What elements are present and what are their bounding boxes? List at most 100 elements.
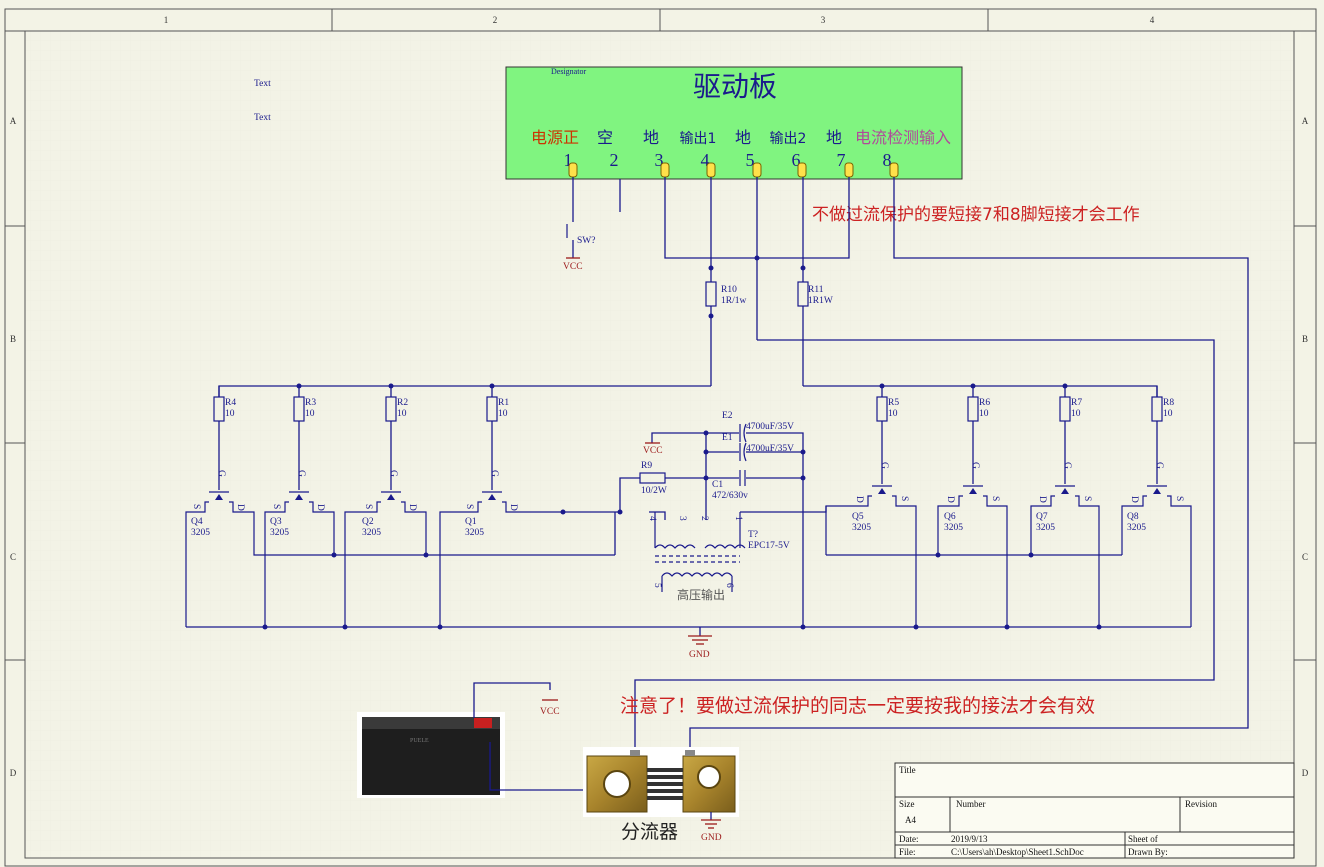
r8-value: 10 xyxy=(1163,409,1173,419)
resistor-r9[interactable]: R9 10/2W xyxy=(639,461,667,496)
center-network xyxy=(614,430,827,627)
placeholder-text-1: Text xyxy=(254,79,271,89)
q1-drain-pin: D xyxy=(508,504,518,511)
r5-value: 10 xyxy=(888,409,898,419)
r2-name: R2 xyxy=(397,398,408,408)
r7-name: R7 xyxy=(1071,398,1082,408)
q6-drain-pin: D xyxy=(945,496,955,503)
warning-note: 注意了！要做过流保护的同志一定要按我的接法才会有效 xyxy=(620,695,1095,717)
q8-gate-pin: G xyxy=(1154,462,1164,469)
pin-pad-3 xyxy=(660,162,670,178)
q4-name: Q4 xyxy=(191,517,203,527)
pin-label-1: 电源正 xyxy=(531,128,579,147)
mosfet-q3[interactable]: G S D Q3 3205 xyxy=(264,470,335,627)
q2-gate-pin: G xyxy=(388,470,398,477)
q2-source-pin: S xyxy=(363,504,373,509)
resistor-r4[interactable]: R4 10 xyxy=(213,386,236,490)
pin-label-6: 输出2 xyxy=(770,131,807,147)
c1-name: C1 xyxy=(712,480,723,490)
vcc-battery: VCC xyxy=(540,699,560,717)
battery[interactable]: PUELE xyxy=(357,712,505,798)
driver-board[interactable]: Designator 驱动板 电源正 空 地 输出1 地 输出2 地 电流检测输… xyxy=(505,66,963,180)
capacitor-e1[interactable]: E1 4700uF/35V xyxy=(722,433,794,462)
transformer-t[interactable]: 4 3 2 1 5 6 T? EPC17-5V 高压输出 xyxy=(647,512,790,602)
tb-file-value: C:\Users\ah\Desktop\Sheet1.SchDoc xyxy=(951,847,1084,857)
r4-value: 10 xyxy=(225,409,235,419)
pin-pad-6 xyxy=(797,162,807,178)
tb-date-label: Date: xyxy=(899,834,919,844)
pin-number-1: 1 xyxy=(564,150,573,170)
resistor-r11[interactable]: R11 1R1W xyxy=(797,281,833,386)
r6-name: R6 xyxy=(979,398,990,408)
frame-column-2: 2 xyxy=(493,15,498,25)
mosfet-q7[interactable]: G D S Q7 3205 xyxy=(1030,462,1100,627)
pin-pad-7 xyxy=(844,162,854,178)
r8-name: R8 xyxy=(1163,398,1174,408)
pin-label-4: 输出1 xyxy=(680,131,717,147)
q5-name: Q5 xyxy=(852,512,864,522)
mosfet-q4[interactable]: G S D Q4 3205 xyxy=(185,470,615,627)
q7-gate-pin: G xyxy=(1062,462,1072,469)
capacitor-c1[interactable]: C1 472/630v xyxy=(712,470,748,501)
q7-source-pin: S xyxy=(1082,496,1092,501)
pin-label-5: 地 xyxy=(735,128,751,147)
frame-row-c-right: C xyxy=(1302,552,1308,562)
mosfet-q2[interactable]: G S D Q2 3205 xyxy=(344,470,427,627)
mosfet-q5[interactable]: G D S Q5 3205 xyxy=(825,462,917,627)
switch-sw[interactable]: SW? VCC xyxy=(563,177,595,272)
frame-row-d-right: D xyxy=(1302,768,1309,778)
resistor-r10[interactable]: R10 1R/1w xyxy=(705,281,746,386)
t-output-label: 高压输出 xyxy=(677,587,725,602)
resistor-r8[interactable]: R8 10 xyxy=(1151,386,1174,484)
t-pin-6: 6 xyxy=(724,583,734,588)
r3-value: 10 xyxy=(305,409,315,419)
q5-part: 3205 xyxy=(852,523,871,533)
q3-source-pin: S xyxy=(271,504,281,509)
connector-wiring xyxy=(634,177,1249,748)
resistor-r2[interactable]: R2 10 xyxy=(385,386,408,490)
resistor-r3[interactable]: R3 10 xyxy=(293,386,316,490)
t-pin-4: 4 xyxy=(647,516,657,521)
t-pin-2: 2 xyxy=(699,516,709,521)
t-pin-1: 1 xyxy=(733,516,743,521)
q2-part: 3205 xyxy=(362,528,381,538)
driver-board-title: 驱动板 xyxy=(693,70,777,103)
battery-label: PUELE xyxy=(410,738,429,744)
capacitor-e2[interactable]: E2 4700uF/35V xyxy=(722,411,794,443)
driver-board-designator: Designator xyxy=(551,67,586,76)
q5-source-pin: S xyxy=(899,496,909,501)
e1-value: 4700uF/35V xyxy=(746,444,794,454)
pin-pad-8 xyxy=(889,162,899,178)
mosfet-q6[interactable]: G D S Q6 3205 xyxy=(937,462,1008,627)
switch-vcc: VCC xyxy=(563,262,583,272)
frame-column-1: 1 xyxy=(164,15,169,25)
e1-name: E1 xyxy=(722,433,733,443)
pin-pad-1 xyxy=(568,162,578,178)
t-pin-5: 5 xyxy=(652,583,662,588)
frame-row-b-left: B xyxy=(10,334,16,344)
resistor-r1[interactable]: R1 10 xyxy=(486,386,509,490)
pin-number-7: 7 xyxy=(837,150,846,170)
mosfet-q8[interactable]: G D S Q8 3205 xyxy=(1121,462,1192,627)
tb-revision-label: Revision xyxy=(1185,799,1218,809)
r7-value: 10 xyxy=(1071,409,1081,419)
q6-part: 3205 xyxy=(944,523,963,533)
resistor-r5[interactable]: R5 10 xyxy=(876,386,899,484)
q1-name: Q1 xyxy=(465,517,477,527)
q4-drain-pin: D xyxy=(235,504,245,511)
resistor-r7[interactable]: R7 10 xyxy=(1059,386,1082,484)
shunt[interactable]: 分流器 xyxy=(583,747,739,843)
ground-bus: GND xyxy=(186,624,1191,660)
r3-name: R3 xyxy=(305,398,316,408)
frame-column-4: 4 xyxy=(1150,15,1155,25)
q2-drain-pin: D xyxy=(407,504,417,511)
r5-name: R5 xyxy=(888,398,899,408)
r10-value: 1R/1w xyxy=(721,296,746,306)
e2-name: E2 xyxy=(722,411,733,421)
resistor-r6[interactable]: R6 10 xyxy=(967,386,990,484)
pin-label-7: 地 xyxy=(826,128,842,147)
q1-source-pin: S xyxy=(464,504,474,509)
pin-label-8: 电流检测输入 xyxy=(855,128,951,147)
q3-gate-pin: G xyxy=(296,470,306,477)
